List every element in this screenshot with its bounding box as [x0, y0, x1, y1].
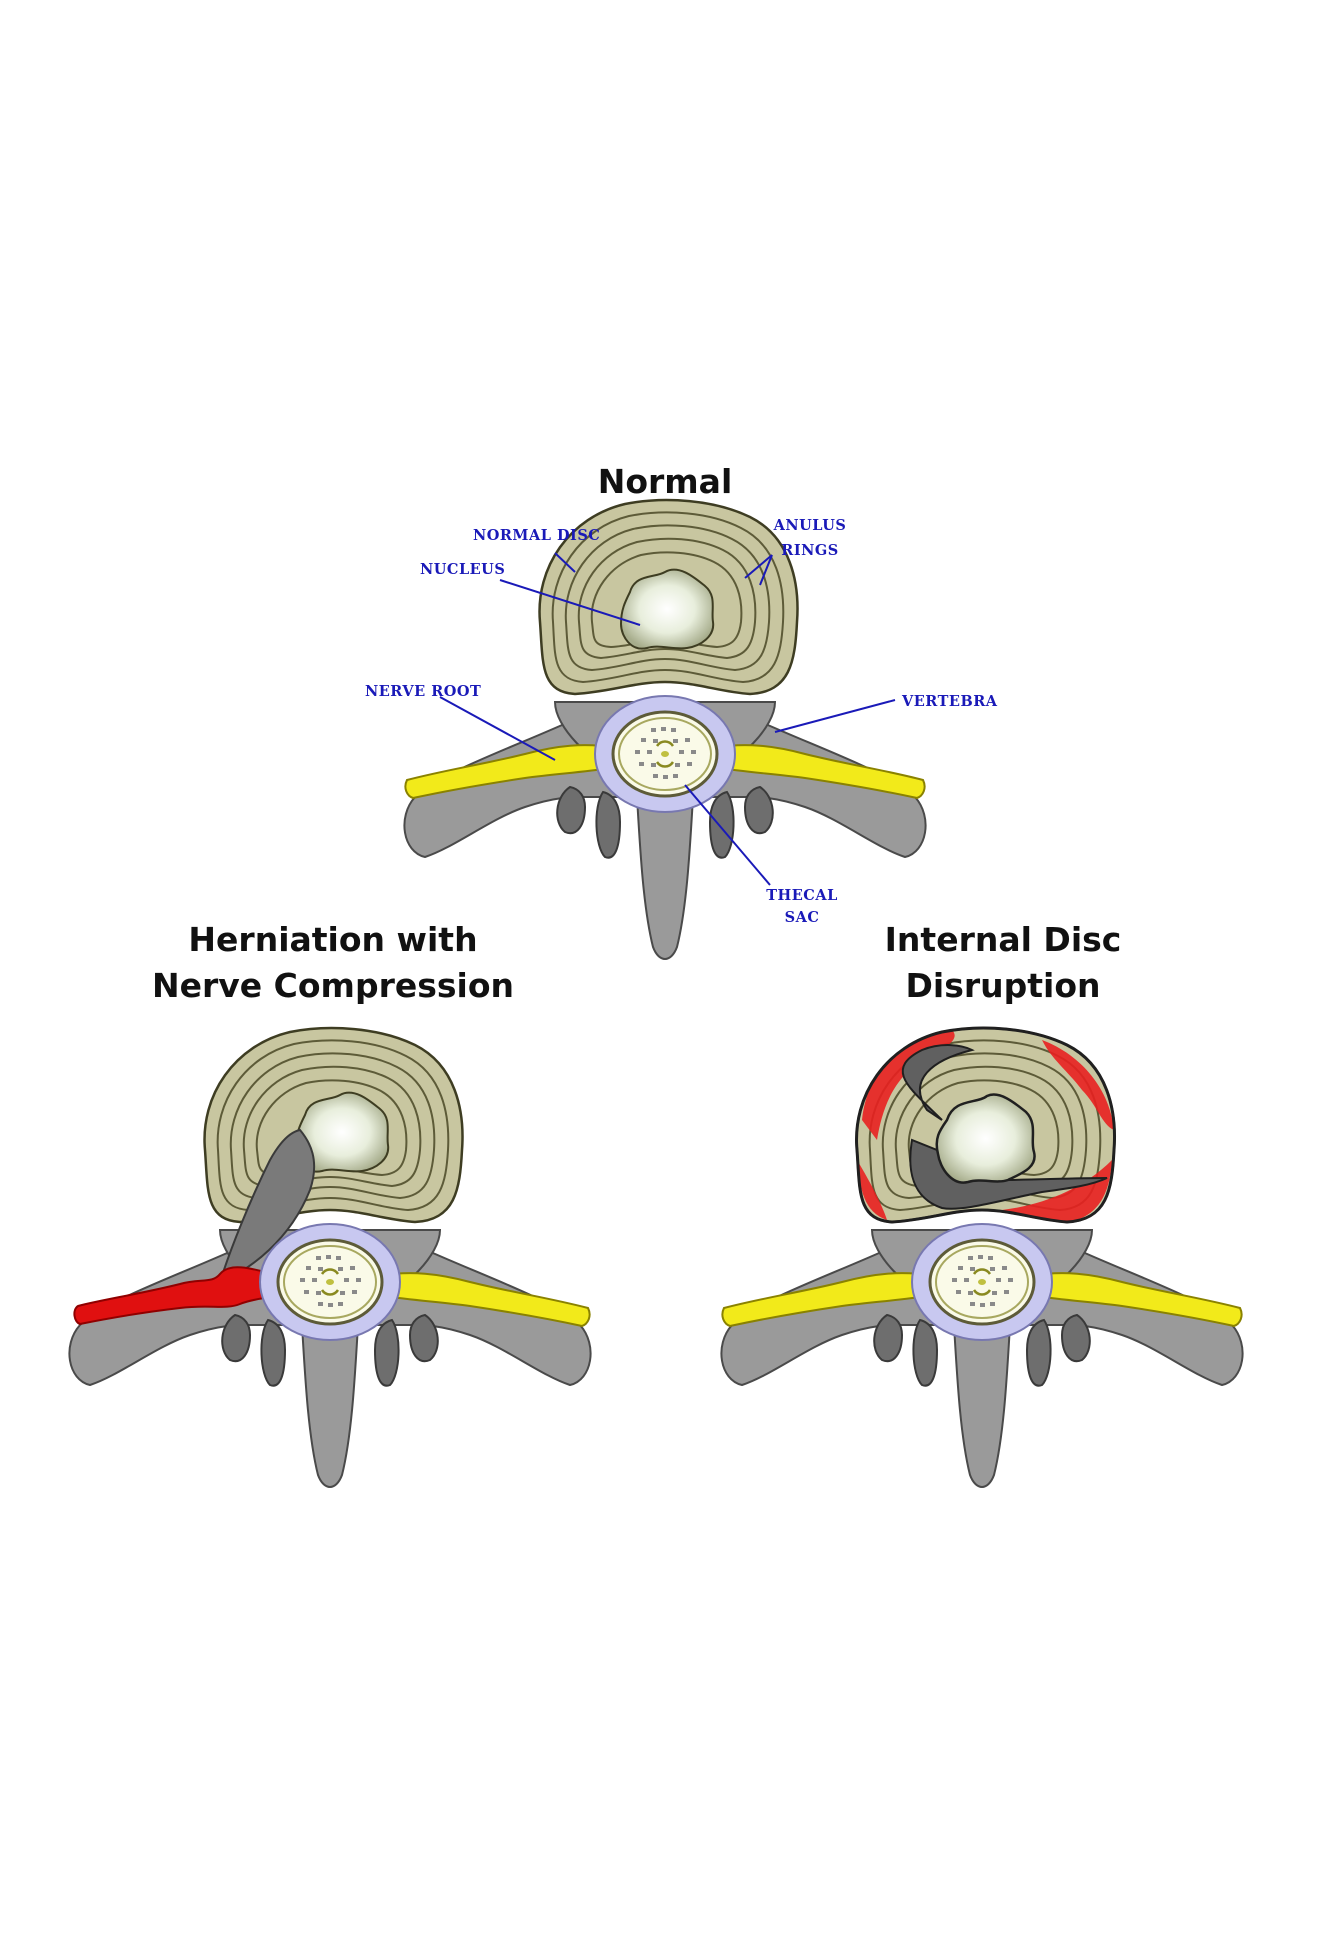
idd-fissure [901, 1044, 975, 1121]
label-thecal-line1: THECAL [766, 887, 838, 904]
normal-leader-lines [439, 552, 896, 886]
normal-panel: Normal NORMAL DISC NUCLEUS ANULUS RINGS … [365, 462, 998, 960]
idd-title-line1: Internal Disc [885, 920, 1122, 959]
label-nerve-root: NERVE ROOT [365, 683, 481, 700]
herniation-panel: Herniation with Nerve Compression [68, 920, 592, 1488]
idd-thecal-sac [910, 1222, 1054, 1342]
label-anulus-line1: ANULUS [773, 517, 847, 534]
herniation-title-line1: Herniation with [188, 920, 477, 959]
label-anulus-line2: RINGS [781, 542, 838, 559]
label-normal-disc: NORMAL DISC [473, 527, 600, 544]
idd-panel: Internal Disc Disruption [720, 920, 1244, 1488]
normal-title: Normal [598, 462, 733, 501]
normal-thecal-sac [593, 694, 737, 814]
inflamed-nerve-root [73, 1266, 282, 1326]
idd-nucleus [935, 1093, 1036, 1184]
idd-outer-ring [855, 1026, 1116, 1224]
herniation-title-line2: Nerve Compression [152, 966, 514, 1005]
idd-disruption-red [857, 1030, 1114, 1222]
herniation-thecal-sac [258, 1222, 402, 1342]
label-thecal-line2: SAC [785, 909, 820, 926]
idd-title-line2: Disruption [906, 966, 1101, 1005]
label-nucleus: NUCLEUS [420, 561, 505, 578]
label-vertebra: VERTEBRA [901, 693, 998, 710]
